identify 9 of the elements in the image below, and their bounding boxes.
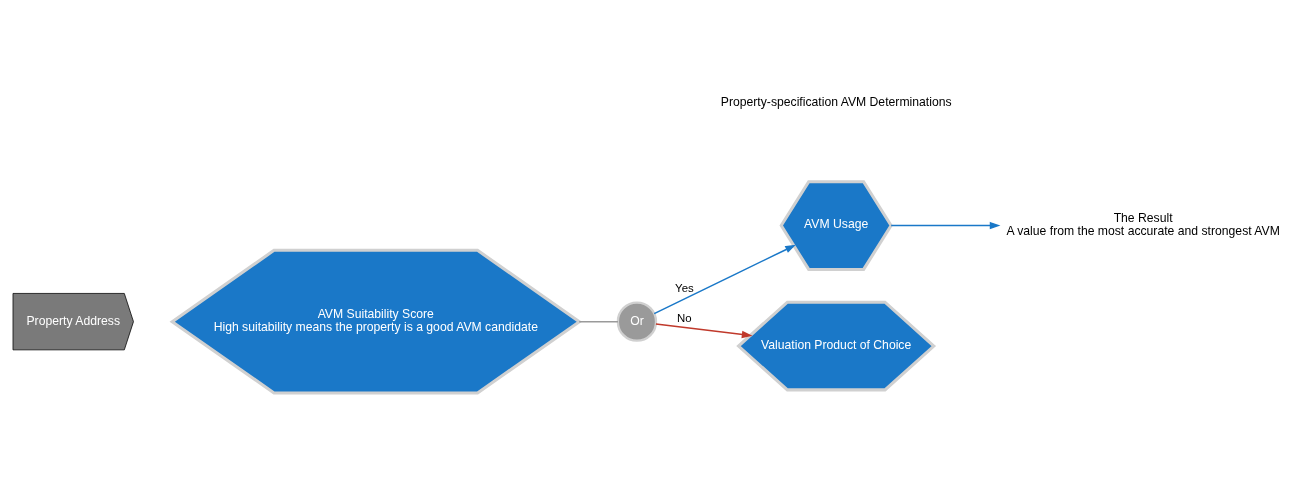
edge-label: No	[677, 312, 692, 325]
edge-label: Yes	[675, 281, 694, 294]
arrow	[655, 323, 753, 339]
node-text: The Result A value from the most accurate and strongest AVM	[1006, 210, 1280, 239]
connector	[578, 320, 619, 323]
arrow	[653, 244, 796, 315]
node-circle: Or	[616, 301, 658, 342]
arrow	[890, 221, 1001, 230]
label: Property-specification AVM Determinations	[720, 94, 952, 109]
